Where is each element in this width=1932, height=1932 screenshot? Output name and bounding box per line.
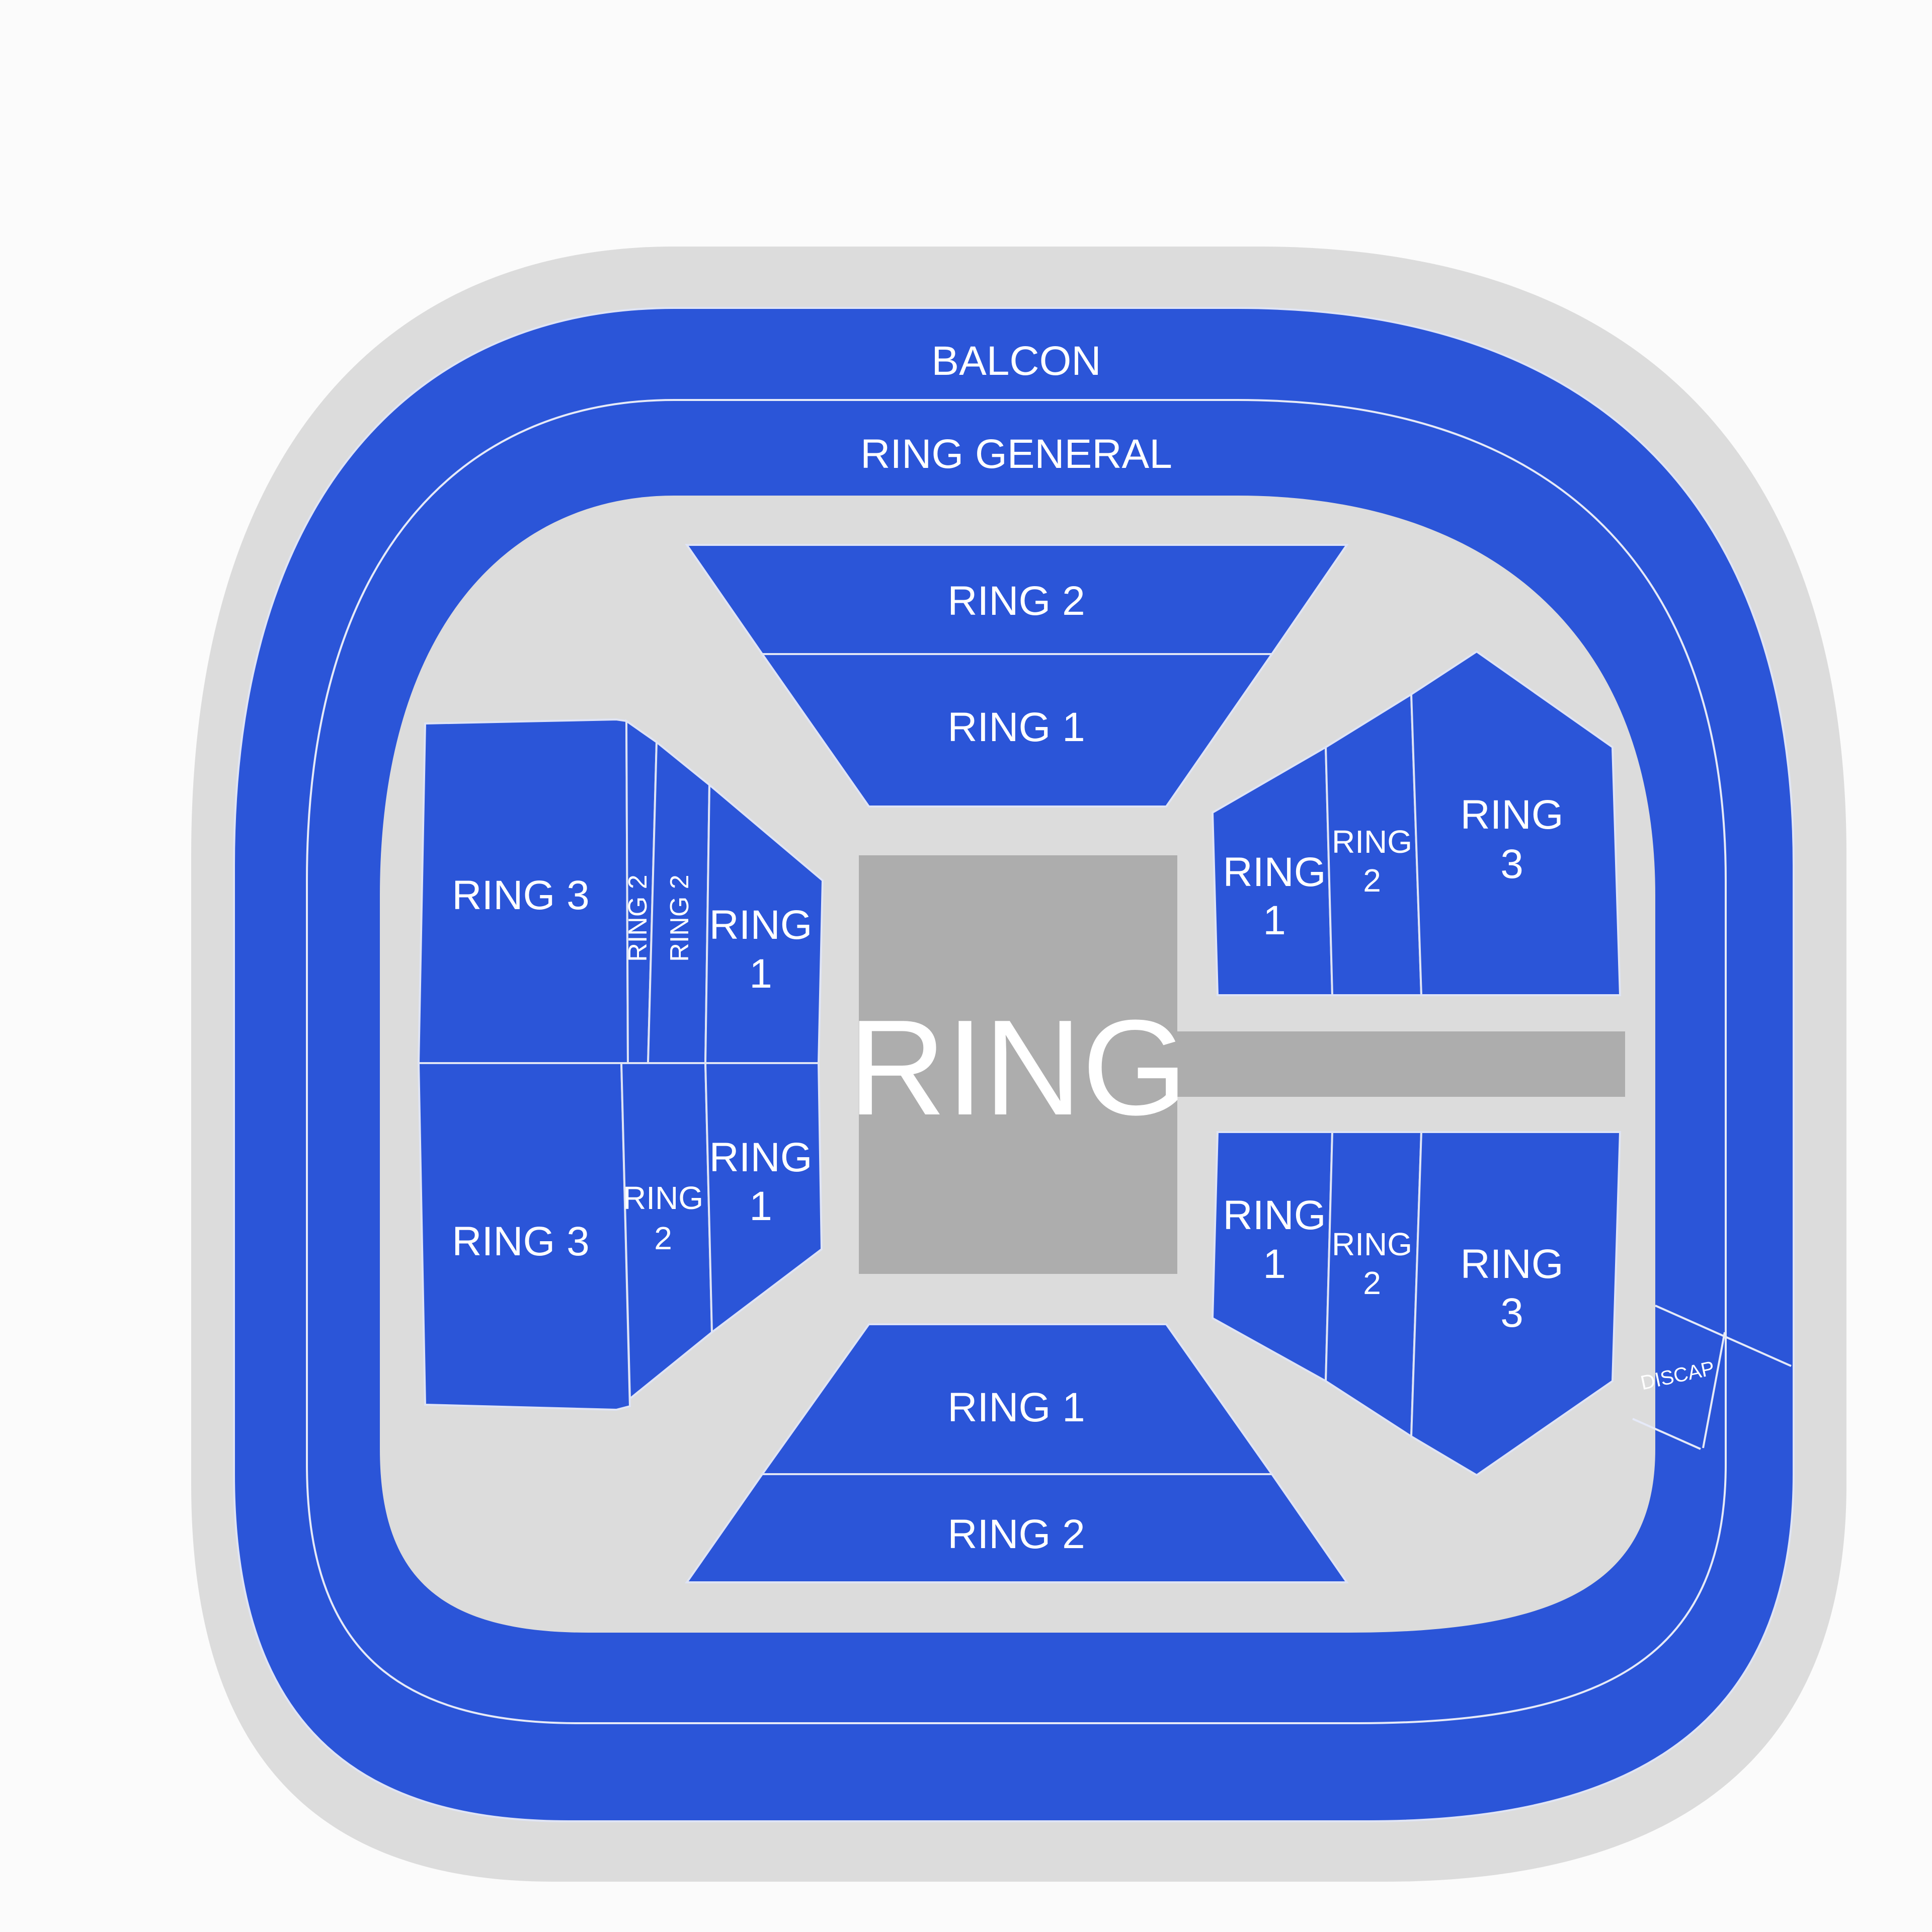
label-left-upper-ring1-b: 1 (749, 951, 772, 997)
label-right-upper-ring3-b: 3 (1500, 841, 1523, 887)
label-left-upper-ring1-a: RING (709, 902, 813, 948)
label-top-ring2: RING 2 (947, 578, 1085, 624)
section-right-upper-ring3[interactable] (1410, 650, 1622, 996)
label-stage: RING (848, 992, 1188, 1144)
section-left-lower-ring1[interactable] (704, 1062, 823, 1334)
label-left-lower-ring1-a: RING (709, 1135, 813, 1180)
handicap-divider-bottom (1632, 1418, 1701, 1450)
section-right-lower-ring3[interactable] (1410, 1131, 1622, 1477)
label-ring-general: RING GENERAL (860, 431, 1172, 477)
balcon-divider (306, 399, 1727, 1724)
stage-ring (859, 855, 1177, 1274)
section-top-ring1[interactable] (760, 653, 1274, 808)
label-right-upper-ring2-b: 2 (1363, 862, 1381, 899)
label-right-upper-ring1-b: 1 (1263, 898, 1286, 943)
label-right-lower-ring3-a: RING (1461, 1241, 1564, 1287)
label-left-lower-ring2-a: RING (623, 1180, 703, 1216)
label-left-upper-ring3: RING 3 (452, 872, 589, 918)
label-bottom-ring2: RING 2 (947, 1511, 1085, 1557)
label-right-upper-ring2-a: RING (1332, 824, 1412, 860)
label-right-lower-ring2-a: RING (1332, 1226, 1412, 1262)
stage-runway (1175, 1031, 1625, 1097)
label-bottom-ring1: RING 1 (947, 1385, 1085, 1430)
label-right-lower-ring1-a: RING (1223, 1192, 1326, 1238)
label-left-lower-ring2-b: 2 (654, 1220, 672, 1256)
label-right-upper-ring3-a: RING (1461, 792, 1564, 838)
label-left-lower-ring3: RING 3 (452, 1219, 589, 1264)
label-left-lower-ring1-b: 1 (749, 1183, 772, 1229)
label-right-lower-ring3-b: 3 (1500, 1290, 1523, 1336)
label-balcon: BALCON (931, 338, 1101, 384)
section-bottom-ring2[interactable] (685, 1473, 1349, 1583)
label-right-upper-ring1-a: RING (1223, 849, 1326, 895)
label-right-lower-ring2-b: 2 (1363, 1265, 1381, 1301)
section-left-lower-ring3[interactable] (417, 1062, 631, 1411)
label-left-upper-ring2a: RING 2 (623, 874, 653, 961)
label-top-ring1: RING 1 (947, 704, 1085, 750)
label-left-upper-ring2b: RING 2 (665, 874, 694, 961)
label-right-lower-ring1-b: 1 (1263, 1241, 1286, 1287)
handicap-divider-mid (1702, 1332, 1726, 1448)
